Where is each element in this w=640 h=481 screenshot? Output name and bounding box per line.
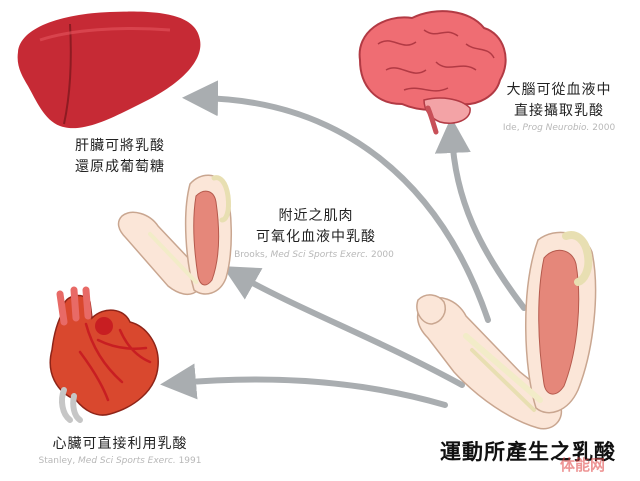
arrows (160, 80, 527, 408)
brain-caption-line1: 大腦可從血液中 (506, 82, 612, 98)
muscle-caption: 附近之肌肉 可氧化血液中乳酸 (236, 206, 396, 248)
brain-caption: 大腦可從血液中 直接攝取乳酸 (484, 80, 634, 122)
arrow-to-liver (182, 80, 491, 323)
diagram-title: 運動所產生之乳酸 (440, 440, 616, 464)
brain-caption-line2: 直接攝取乳酸 (514, 103, 604, 119)
heart-cite-journal: Med Sci Sports Exerc. (78, 456, 176, 466)
muscle-caption-line2: 可氧化血液中乳酸 (256, 229, 376, 245)
muscle-cite-journal: Med Sci Sports Exerc. (270, 250, 369, 260)
heart-cite-year: 1991 (175, 456, 202, 466)
muscle-cite-year: 2000 (368, 250, 394, 260)
arm-large-icon (416, 231, 597, 430)
heart-citation: Stanley, Med Sci Sports Exerc. 1991 (20, 456, 220, 466)
brain-cite-author: Ide, (502, 123, 523, 133)
muscle-citation: Brooks, Med Sci Sports Exerc. 2000 (224, 250, 404, 260)
heart-icon (49, 286, 159, 423)
liver-caption-line2: 還原成葡萄糖 (75, 159, 165, 175)
brain-icon (358, 10, 507, 135)
arrow-to-heart (160, 363, 448, 408)
brain-cite-journal: Prog Neurobio. (522, 123, 590, 133)
heart-caption: 心臟可直接利用乳酸 (20, 434, 220, 455)
arrow-to-muscle (222, 266, 465, 388)
heart-cite-author: Stanley, (38, 456, 79, 466)
brain-citation: Ide, Prog Neurobio. 2000 (484, 123, 634, 133)
muscle-cite-author: Brooks, (234, 250, 271, 260)
liver-icon (17, 11, 201, 129)
arrow-to-brain (434, 117, 527, 311)
heart-caption-line1: 心臟可直接利用乳酸 (52, 436, 188, 452)
liver-caption: 肝臟可將乳酸 還原成葡萄糖 (50, 136, 190, 178)
watermark: 体能网 (560, 456, 606, 474)
muscle-caption-line1: 附近之肌肉 (278, 208, 354, 224)
liver-caption-line1: 肝臟可將乳酸 (75, 138, 165, 154)
brain-cite-year: 2000 (589, 123, 616, 133)
arm-small-icon (117, 174, 232, 296)
